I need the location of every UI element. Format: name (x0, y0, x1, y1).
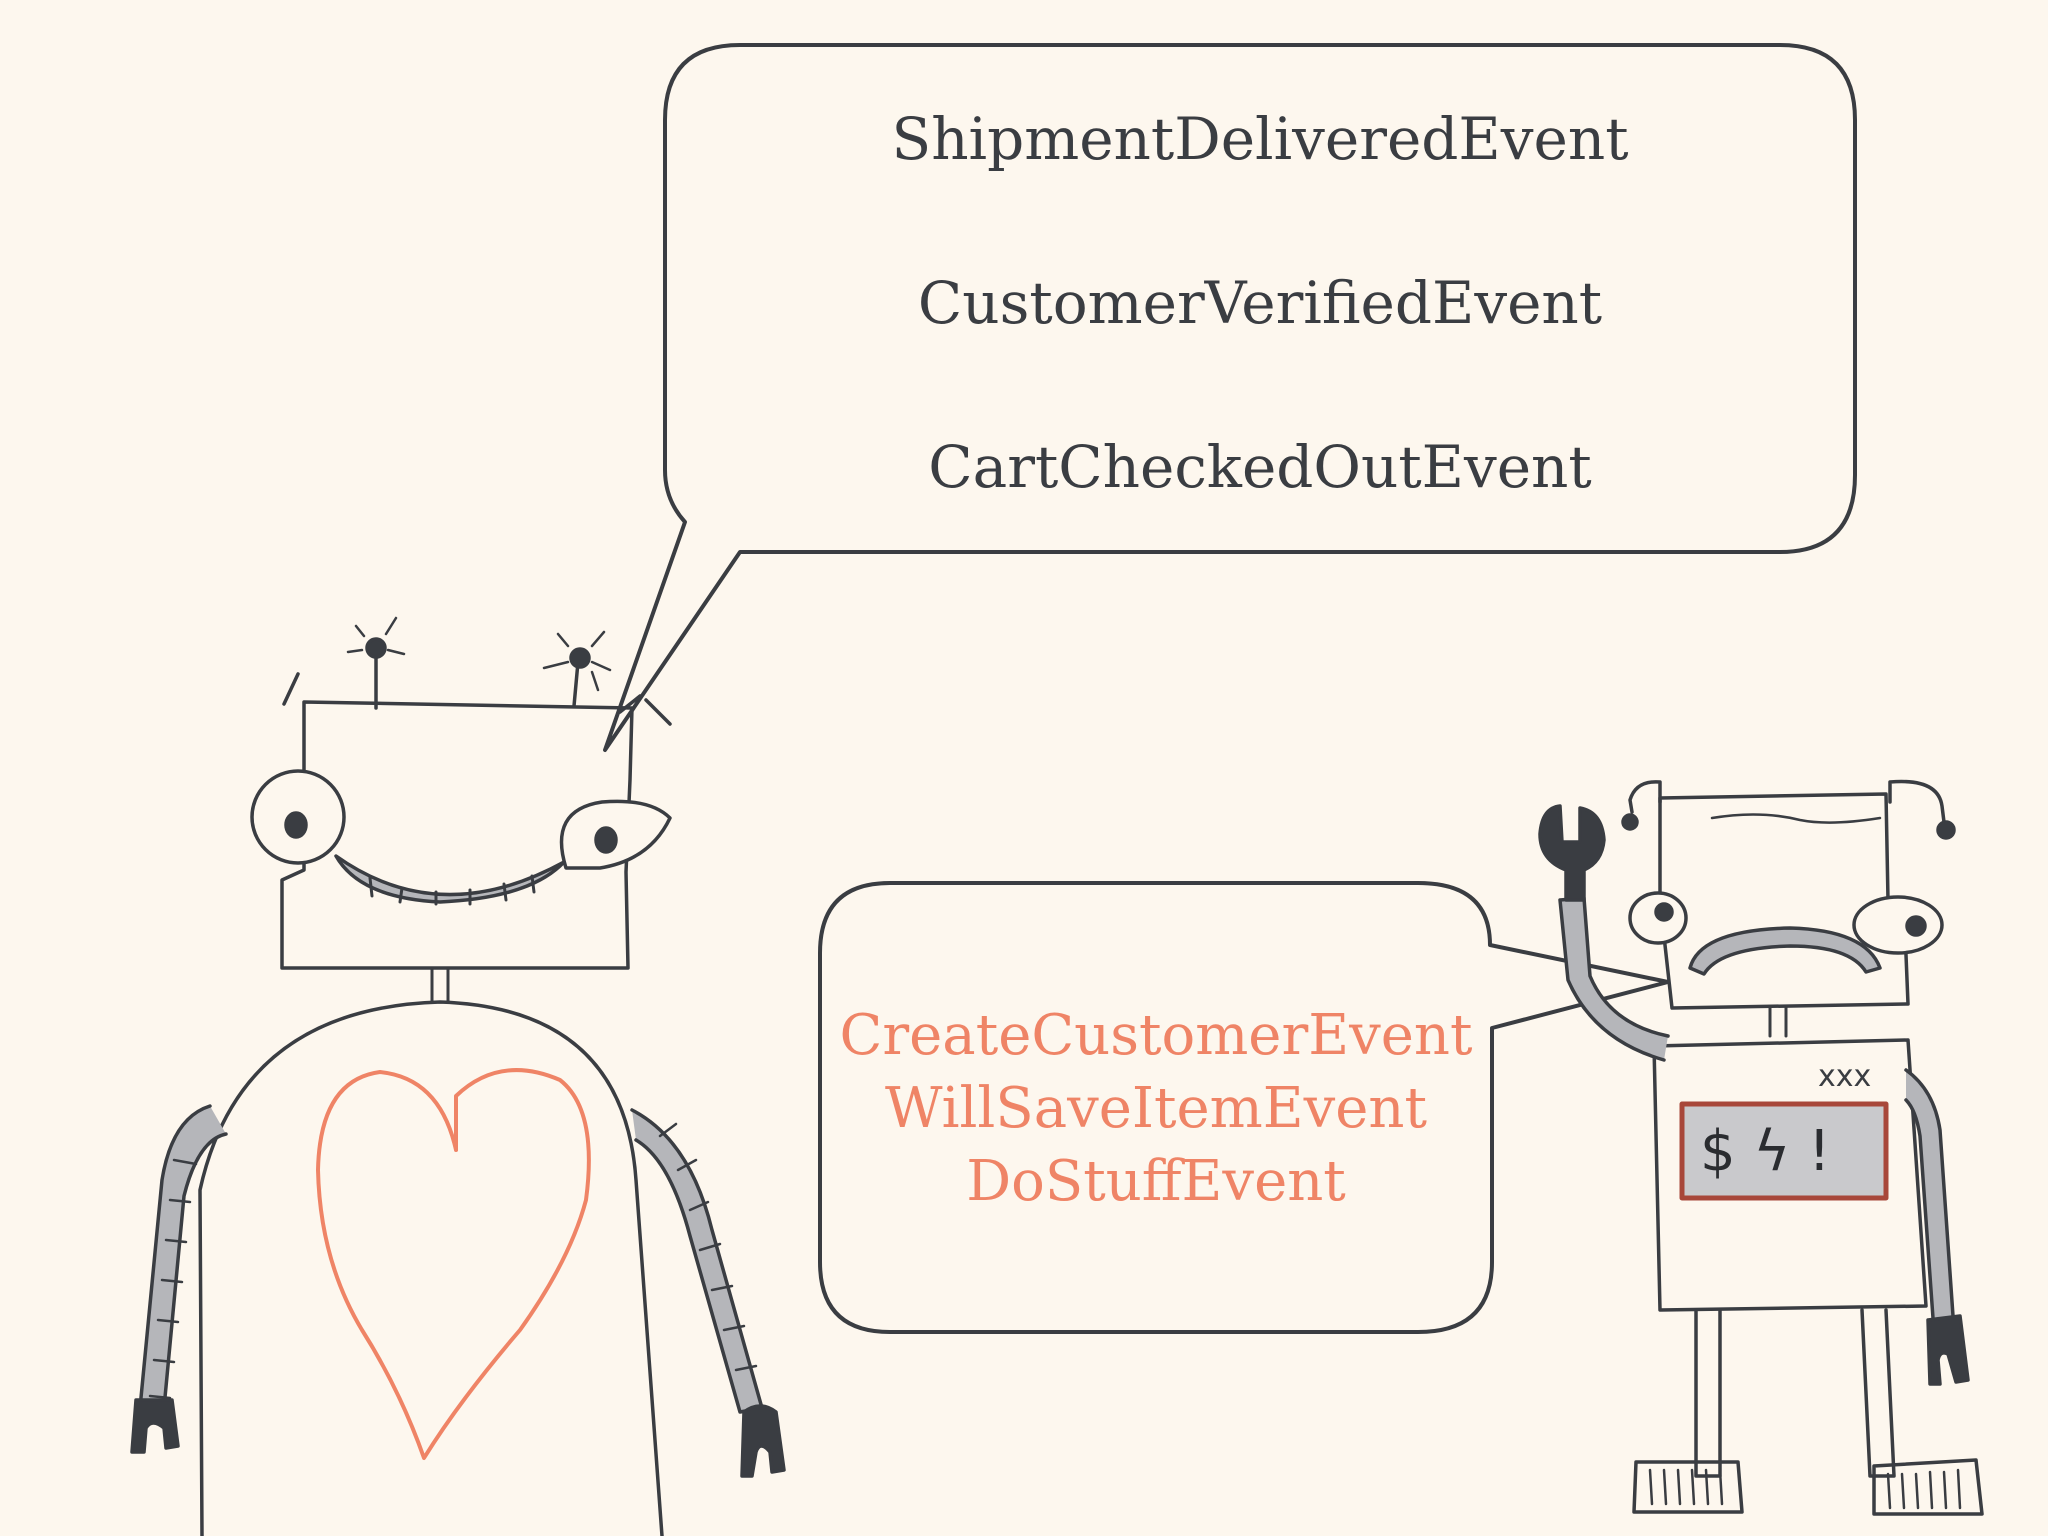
event-name: WillSaveItemEvent (885, 1075, 1427, 1141)
chest-label: xxx (1818, 1059, 1871, 1094)
screen-text: $ ϟ ! (1700, 1119, 1831, 1184)
event-name: CartCheckedOutEvent (928, 433, 1592, 501)
speech-bubble-large (603, 43, 1857, 752)
event-name: CreateCustomerEvent (839, 1003, 1473, 1068)
speech-bubble-small-text: CreateCustomerEvent WillSaveItemEvent Do… (820, 1000, 1492, 1218)
event-name: DoStuffEvent (966, 1148, 1346, 1214)
happy-robot (130, 616, 786, 1536)
wrench-icon (1538, 804, 1606, 902)
chest-screen (1679, 1101, 1889, 1201)
grumpy-robot: xxx $ ϟ ! (1538, 779, 1984, 1516)
heart-icon (316, 1068, 591, 1460)
event-name: CustomerVerifiedEvent (917, 269, 1603, 337)
speech-bubble-small (818, 881, 1670, 1334)
event-name: ShipmentDeliveredEvent (891, 105, 1629, 173)
speech-bubble-large-text: ShipmentDeliveredEvent CustomerVerifiedE… (665, 110, 1855, 496)
